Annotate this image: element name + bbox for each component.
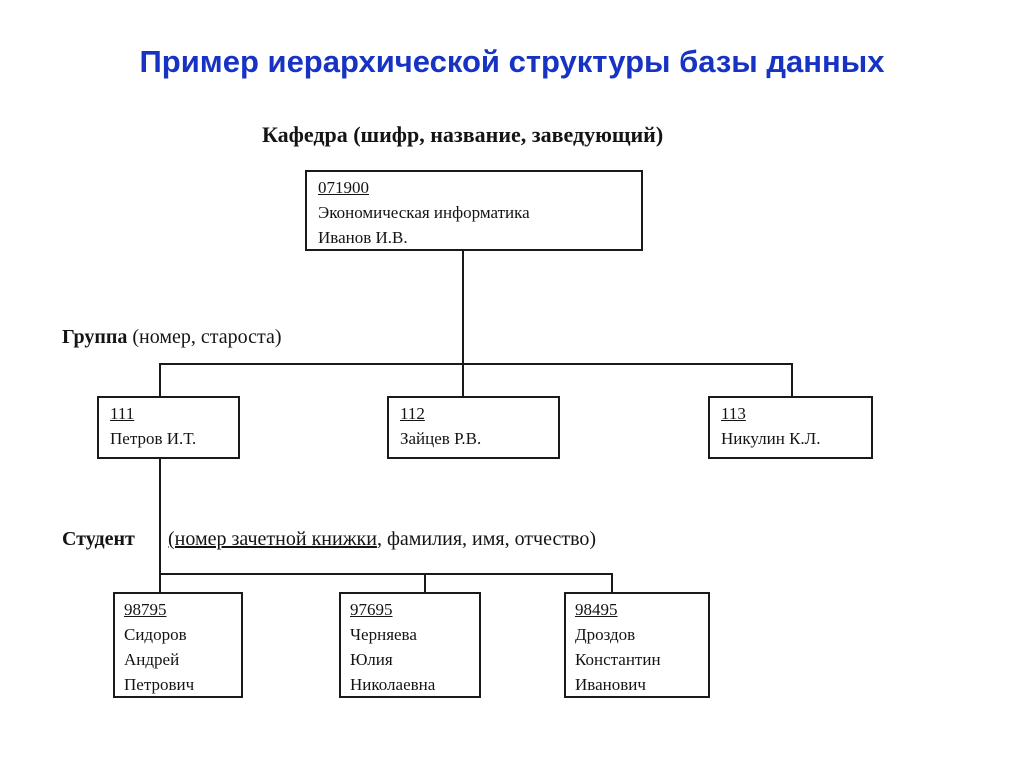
gruppa-label-attrs: (номер, староста) (132, 326, 282, 348)
connector-kafedra-vertical (462, 251, 464, 363)
group-name: Зайцев Р.В. (400, 429, 482, 448)
student-firstname: Константин (575, 650, 661, 669)
group-box-111: 111 Петров И.Т. (97, 396, 240, 459)
gruppa-label-name: Группа (62, 326, 128, 348)
student-surname: Дроздов (575, 625, 636, 644)
page-title: Пример иерархической структуры базы данн… (139, 44, 885, 79)
connector-drop-98495 (611, 573, 613, 592)
gruppa-label: Группа (номер, староста) (62, 326, 282, 349)
group-code: 111 (110, 404, 135, 423)
student-firstname: Юлия (350, 650, 393, 669)
student-attrs-rest: , фамилия, имя, отчество) (376, 528, 597, 550)
group-code: 113 (721, 404, 746, 423)
connector-drop-97695 (424, 573, 426, 592)
student-box-97695: 97695 Черняева Юлия Николаевна (339, 592, 481, 698)
kafedra-head: Иванов И.В. (318, 228, 408, 247)
student-patronymic: Иванович (575, 675, 646, 694)
connector-drop-111 (159, 363, 161, 396)
group-name: Петров И.Т. (110, 429, 197, 448)
student-code: 97695 (350, 600, 393, 619)
student-patronymic: Петрович (124, 675, 195, 694)
student-code: 98495 (575, 600, 618, 619)
group-box-113: 113 Никулин К.Л. (708, 396, 873, 459)
connector-gruppa-vertical (159, 459, 161, 573)
connector-drop-98795 (159, 573, 161, 592)
kafedra-code: 071900 (318, 178, 369, 197)
group-code: 112 (400, 404, 425, 423)
kafedra-box: 071900 Экономическая информатика Иванов … (305, 170, 643, 251)
student-label-name: Студент (62, 528, 135, 550)
connector-student-horizontal (159, 573, 613, 575)
student-box-98795: 98795 Сидоров Андрей Петрович (113, 592, 243, 698)
student-surname: Сидоров (124, 625, 187, 644)
kafedra-header: Кафедра (шифр, название, заведующий) (262, 122, 664, 147)
group-box-112: 112 Зайцев Р.В. (387, 396, 560, 459)
connector-drop-112 (462, 363, 464, 396)
student-patronymic: Николаевна (350, 675, 436, 694)
kafedra-name: Экономическая информатика (318, 203, 530, 222)
student-surname: Черняева (350, 625, 417, 644)
connector-gruppa-horizontal (159, 363, 793, 365)
connector-drop-113 (791, 363, 793, 396)
student-label: Студент (62, 528, 135, 551)
group-name: Никулин К.Л. (721, 429, 821, 448)
student-attrs-key: (номер зачетной книжки (168, 528, 377, 550)
student-box-98495: 98495 Дроздов Константин Иванович (564, 592, 710, 698)
student-attrs: (номер зачетной книжки, фамилия, имя, от… (168, 528, 596, 551)
student-firstname: Андрей (124, 650, 180, 669)
student-code: 98795 (124, 600, 167, 619)
